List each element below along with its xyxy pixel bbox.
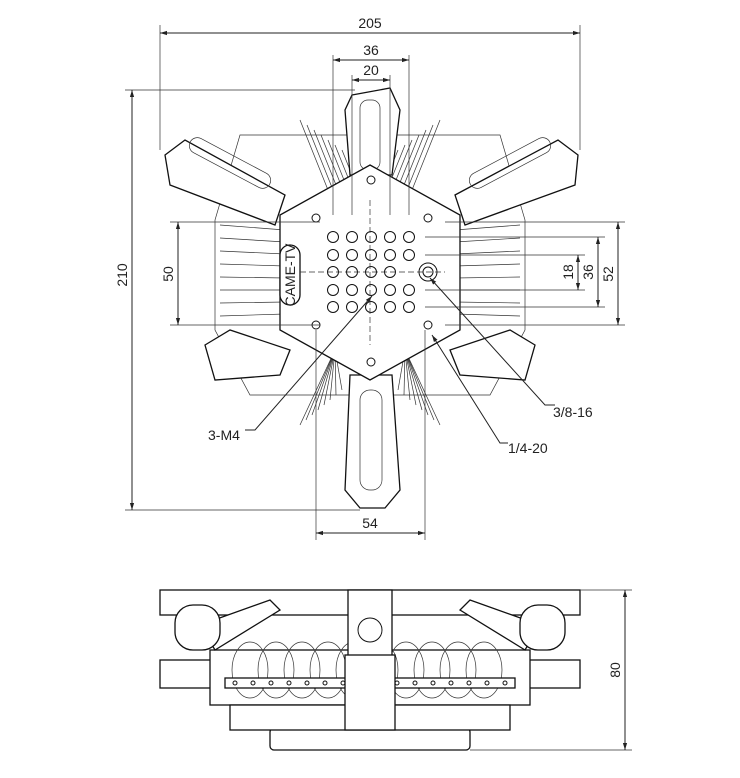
spring-line xyxy=(404,349,423,411)
rail-hole xyxy=(232,680,238,686)
dimensions-top: 205 36 20 210 50 18 36 52 54 xyxy=(114,15,625,540)
spring-line xyxy=(219,224,286,231)
brand-label: CAME-TV xyxy=(282,243,298,307)
spring-line xyxy=(219,301,286,304)
mount-hole xyxy=(403,301,415,313)
arm-left-lower xyxy=(204,329,291,381)
rail-hole xyxy=(412,680,418,686)
spring-line xyxy=(305,349,336,421)
corner-hole xyxy=(423,320,433,330)
mount-hole xyxy=(327,284,339,296)
corner-hole xyxy=(366,175,376,185)
dim-210: 210 xyxy=(114,263,130,287)
coil xyxy=(257,641,295,699)
dim-54: 54 xyxy=(362,515,378,531)
arm-bottom xyxy=(344,374,401,509)
callout-3-m4: 3-M4 xyxy=(208,427,240,443)
spring-line xyxy=(219,250,286,255)
spring-line xyxy=(454,263,521,267)
spring-line xyxy=(454,313,521,317)
mount-hole xyxy=(365,284,377,296)
mount-hole xyxy=(346,284,358,296)
spring-line xyxy=(219,276,286,279)
rail-hole xyxy=(268,680,274,686)
coil xyxy=(283,641,321,699)
dim-20: 20 xyxy=(363,62,379,78)
callout-3-8-16: 3/8-16 xyxy=(553,404,593,420)
corner-hole xyxy=(366,357,376,367)
hole-grid xyxy=(311,175,433,367)
rail-hole xyxy=(250,680,256,686)
rail-hole xyxy=(430,680,436,686)
mount-hole xyxy=(365,301,377,313)
coil xyxy=(439,641,477,699)
arm-right xyxy=(454,137,579,226)
side-view: 80 xyxy=(159,589,632,751)
spring-line xyxy=(219,263,286,267)
mount-hole xyxy=(403,249,415,261)
rail-hole xyxy=(448,680,454,686)
mount-hole xyxy=(365,231,377,243)
mount-hole xyxy=(346,231,358,243)
callout-1-4-20: 1/4-20 xyxy=(508,440,548,456)
arm-right-lower xyxy=(449,329,536,381)
mount-hole xyxy=(384,231,396,243)
spring-line xyxy=(454,224,521,231)
spring-line xyxy=(454,301,521,304)
mount-hole xyxy=(327,301,339,313)
dim-18: 18 xyxy=(560,264,576,280)
dim-205: 205 xyxy=(358,15,382,31)
mount-hole xyxy=(384,301,396,313)
mount-hole xyxy=(403,231,415,243)
spring-line xyxy=(454,237,521,243)
mount-hole xyxy=(327,249,339,261)
dim-50: 50 xyxy=(160,266,176,282)
coil xyxy=(413,641,451,699)
rail-hole xyxy=(502,680,508,686)
spring-line xyxy=(409,119,441,196)
spring-line xyxy=(306,124,336,196)
arm-top xyxy=(344,87,401,176)
spring-line xyxy=(454,250,521,255)
spring-line xyxy=(299,119,331,196)
spring-line xyxy=(317,349,336,411)
coil xyxy=(231,641,269,699)
spring-line xyxy=(404,349,441,426)
coil xyxy=(465,641,503,699)
mount-hole xyxy=(403,284,415,296)
mount-hole xyxy=(365,249,377,261)
dim-52: 52 xyxy=(600,266,616,282)
corner-hole xyxy=(423,213,433,223)
mount-hole xyxy=(384,284,396,296)
spring-line xyxy=(404,124,434,196)
spring-line xyxy=(219,313,286,317)
spring-line xyxy=(219,237,286,243)
rail-hole xyxy=(286,680,292,686)
spring-line xyxy=(454,276,521,279)
dim-80: 80 xyxy=(607,662,623,678)
spring-line xyxy=(404,349,435,421)
rail-hole xyxy=(484,680,490,686)
mount-hole xyxy=(346,249,358,261)
rail-hole xyxy=(304,680,310,686)
rail-hole xyxy=(322,680,328,686)
mount-hole xyxy=(384,249,396,261)
top-view: CAME-TV xyxy=(164,87,579,509)
mount-hole xyxy=(346,301,358,313)
dim-36-right: 36 xyxy=(580,264,596,280)
spring-line xyxy=(404,349,429,416)
arm-left xyxy=(164,137,286,226)
corner-hole xyxy=(311,213,321,223)
dim-36-top: 36 xyxy=(363,42,379,58)
brand-slot xyxy=(279,244,301,306)
mount-hole xyxy=(327,231,339,243)
rail-hole xyxy=(466,680,472,686)
spring-line xyxy=(299,349,336,426)
